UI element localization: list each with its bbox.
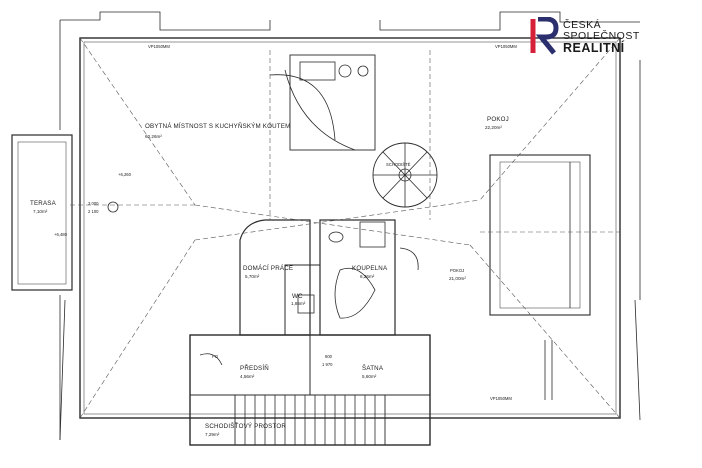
logo-line-1: ČESKÁ xyxy=(563,19,602,31)
dim-2100: 2 100 xyxy=(88,209,99,214)
vp-label-left: VP1050MM xyxy=(148,44,170,49)
room-area-wc: 1,86m² xyxy=(291,301,306,306)
vp-label-bottom: VP1050MM xyxy=(490,396,512,401)
level-mark-upper: +6,260 xyxy=(118,172,132,177)
room-name-terasa: TERASA xyxy=(30,200,57,207)
room-name-schodiste: SCHODIŠŤOVÝ PROSTOR xyxy=(205,422,286,430)
room-area-pokoj-top: 22,20m² xyxy=(485,125,502,130)
room-area-koupelna: 6,26m² xyxy=(360,274,375,279)
dim-1970: 1 970 xyxy=(322,362,333,367)
roof-hip-lines xyxy=(70,37,621,419)
room-name-domaci: DOMÁCÍ PRÁCE xyxy=(243,265,293,272)
dim-600: 600 xyxy=(325,354,333,359)
room-area-predsin: 4,56m² xyxy=(240,374,255,379)
room-area-terasa: 7,10m² xyxy=(33,209,48,214)
room-name-pokoj-top: POKOJ xyxy=(487,116,509,123)
room-area-satna: 5,60m² xyxy=(362,374,377,379)
stair-label: SCHODIŠTĚ xyxy=(386,162,411,167)
room-area-living: 60,26m² xyxy=(145,134,162,139)
room-name-predsin: PŘEDSÍŇ xyxy=(240,364,269,372)
vp-label-right: VP1050MM xyxy=(495,44,517,49)
room-name-living: OBYTNÁ MÍSTNOST S KUCHYŇSKÝM KOUTEM xyxy=(145,123,290,130)
room-area-pokoj-right: 21,00m² xyxy=(449,276,466,281)
room-area-schodiste: 7,29m² xyxy=(205,432,220,437)
dim-3000: 3 000 xyxy=(88,201,99,206)
logo-line-2: SPOLEČNOST xyxy=(563,30,640,42)
plan-lines xyxy=(11,11,641,446)
room-area-domaci: 5,70m² xyxy=(245,274,260,279)
room-name-pokoj-right: POKOJ xyxy=(450,268,464,273)
company-logo: ČESKÁ SPOLEČNOST REALITNÍ xyxy=(529,17,639,61)
logo-line-3: REALITNÍ xyxy=(563,41,625,55)
room-name-satna: ŠATNA xyxy=(362,365,384,372)
logo-text: ČESKÁ SPOLEČNOST REALITNÍ xyxy=(563,19,640,55)
logo-mark-icon xyxy=(530,17,559,55)
room-name-wc: WC xyxy=(292,293,303,300)
room-name-koupelna: KOUPELNA xyxy=(352,265,388,272)
po-label: PO xyxy=(212,354,219,359)
level-mark-lower: +6,480 xyxy=(54,232,68,237)
